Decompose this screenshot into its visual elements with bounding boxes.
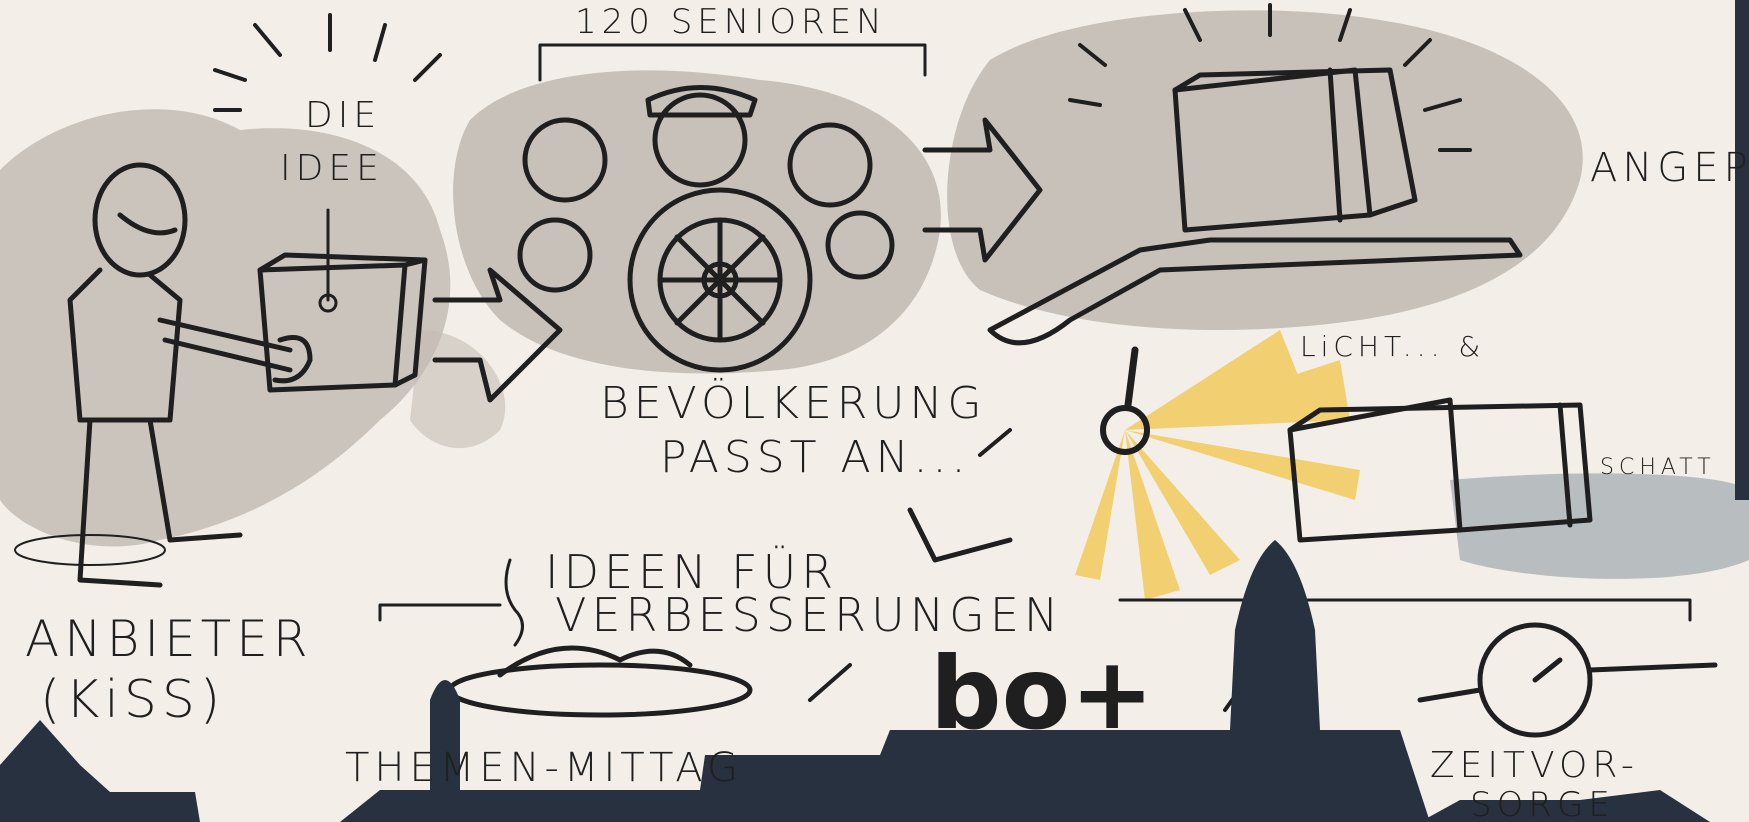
idee-label: IDEE (280, 148, 384, 189)
arrow-icon (910, 510, 1010, 560)
anbieter-label: ANBIETER (25, 610, 313, 668)
side-panel (1735, 0, 1749, 500)
schatt-label: SCHATT (1600, 455, 1716, 480)
wash-box (947, 10, 1583, 330)
passt-an-label: PASST AN... (660, 432, 971, 483)
themen-label: THEMEN-MITTAG (345, 745, 743, 791)
sorge-label: SORGE (1470, 785, 1615, 822)
wash-middle (410, 330, 505, 448)
wristwatch-icon (1420, 625, 1715, 735)
angep-label: ANGEP (1590, 145, 1749, 191)
sun-icon (1075, 330, 1360, 600)
bevoelkerung-label: BEVÖLKERUNG (600, 378, 987, 429)
verbesserungen-label: VERBESSERUNGEN (555, 588, 1063, 642)
seniors-label: 120 SENIOREN (575, 2, 887, 42)
licht-label: LiCHT... & (1300, 330, 1485, 363)
bo-plus-logo: bo+ (930, 635, 1154, 752)
zeitvor-label: ZEITVOR- (1430, 745, 1639, 786)
die-label: DIE (305, 95, 381, 136)
kiss-label: (KiSS) (40, 670, 225, 730)
